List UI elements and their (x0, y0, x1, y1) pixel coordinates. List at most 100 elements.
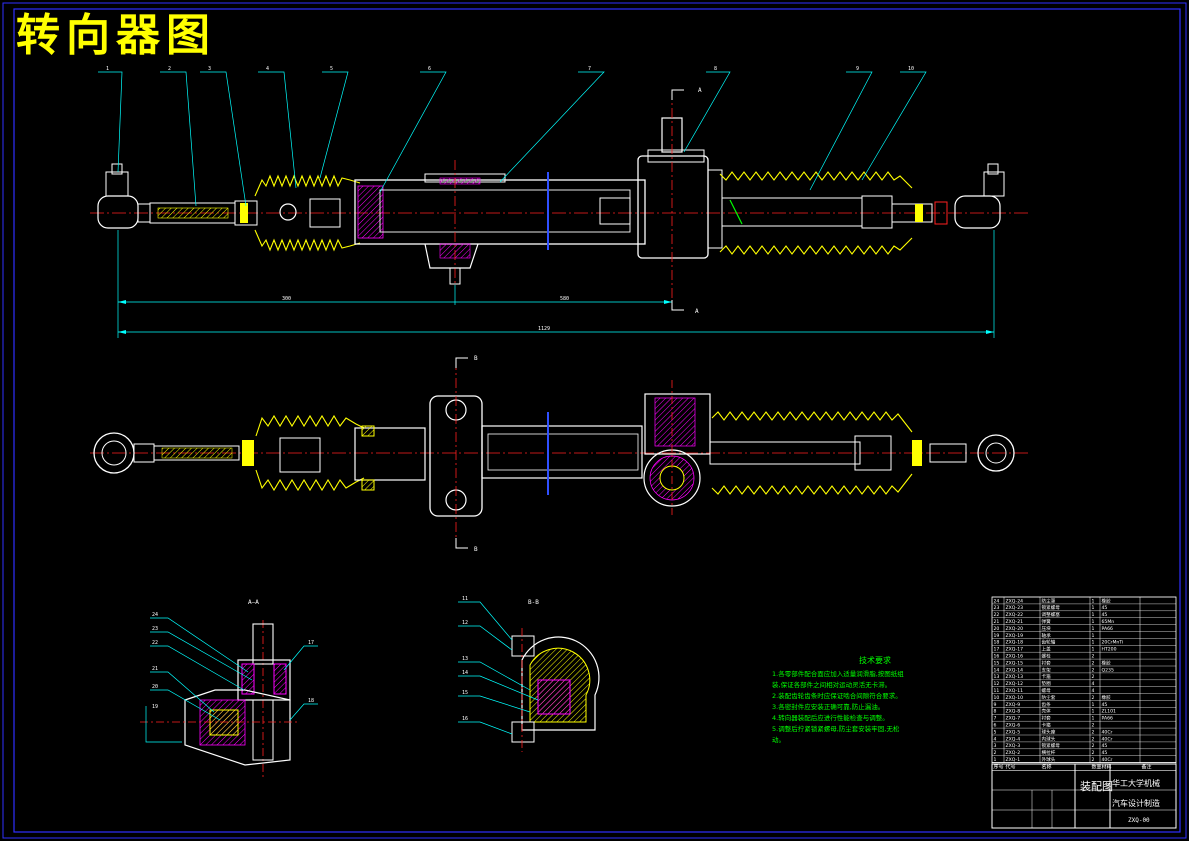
bom-cell: Q235 (1102, 667, 1114, 673)
bom-cell: 齿条 (1042, 701, 1052, 708)
bom-cell: 20CrMnTi (1102, 640, 1124, 646)
bom-cell: ZL101 (1102, 709, 1117, 715)
bom-cell: 1 (1092, 640, 1095, 646)
bom-cell: 螺栓 (1042, 653, 1052, 660)
bom-cell: 外球头 (1042, 756, 1056, 763)
bom-cell: 锁紧螺母 (1042, 604, 1061, 611)
bom-cell: ZXQ-7 (1006, 716, 1021, 722)
tech-line: 动。 (772, 736, 785, 744)
bom-cell: ZXQ-16 (1006, 654, 1024, 660)
cut-a-bottom: A (695, 308, 699, 315)
bom-cell: 1 (1092, 605, 1095, 611)
bom-cell: ZXQ-4 (1006, 736, 1021, 742)
bom-cell: 卡箍 (1042, 673, 1052, 680)
cut-b-top: B (474, 355, 478, 362)
bom-cell: 齿轮轴 (1042, 639, 1056, 646)
bom-cell: 40Cr (1102, 736, 1113, 742)
bom-cell: 4 (1092, 688, 1095, 694)
bom-cell: ZXQ-23 (1006, 605, 1024, 611)
bom-cell: 45 (1102, 743, 1108, 749)
bom-cell: 9 (994, 702, 997, 708)
bom-cell: 弹簧 (1042, 618, 1052, 625)
dim-overall: 1129 (538, 326, 550, 332)
bom-cell: ZXQ-18 (1006, 640, 1024, 646)
bom-cell: 衬套 (1042, 715, 1052, 722)
school-name: 华工大学机械 (1112, 778, 1160, 788)
cut-b-bottom: B (474, 546, 478, 553)
bom-cell: 40Cr (1102, 757, 1113, 763)
tech-line: 5.调整后拧紧锁紧螺母,防尘套安装牢固,无松 (772, 725, 900, 733)
bom-cell: ZXQ-21 (1006, 619, 1024, 625)
middle-view: B B (90, 355, 1030, 553)
tech-line: 3.各密封件应安装正确可靠,防止漏油。 (772, 703, 885, 711)
bom-cell: 13 (994, 674, 1000, 680)
bom-cell: 1 (1092, 716, 1095, 722)
bom-cell: 16 (994, 654, 1000, 660)
bom-cell: 1 (1092, 612, 1095, 618)
bom-header-label: 代号 (1006, 764, 1016, 771)
bom-cell: 4 (1092, 681, 1095, 687)
bom-cell: 调整螺塞 (1042, 611, 1061, 618)
bom-cell: ZXQ-19 (1006, 633, 1024, 639)
tech-line: 装,保证各部件之间相对运动灵活无卡滞。 (772, 681, 892, 689)
callout-4: 4 (266, 66, 269, 72)
bom-cell: 2 (1092, 736, 1095, 742)
bom-cell: 1 (1092, 647, 1095, 653)
bom-cell: 上盖 (1042, 646, 1052, 653)
bom-cell: 5 (994, 729, 997, 735)
bb-callout-15: 15 (462, 690, 468, 696)
bom-cell: ZXQ-17 (1006, 647, 1024, 653)
bom-cell: 1 (1092, 702, 1095, 708)
callout-10: 10 (908, 66, 914, 72)
callout-3: 3 (208, 66, 211, 72)
bom-cell: ZXQ-2 (1006, 750, 1021, 756)
bom-cell: 壳体 (1042, 708, 1052, 715)
bom-cell: 1 (1092, 626, 1095, 632)
bom-cell: 1 (1092, 633, 1095, 639)
bom-cell: ZXQ-24 (1006, 598, 1024, 604)
bom-cell: 2 (1092, 674, 1095, 680)
bom-cell: 球头座 (1042, 728, 1056, 735)
bom-cell: 橡胶 (1102, 597, 1112, 604)
callout-8: 8 (714, 66, 717, 72)
bom-cell: 横拉杆 (1042, 749, 1056, 756)
bom-cell: ZXQ-3 (1006, 743, 1021, 749)
aa-callout-20: 20 (152, 684, 158, 690)
bom-cell: ZXQ-9 (1006, 702, 1021, 708)
tech-line: 4.转向器装配后应进行性能检查与调整。 (772, 714, 889, 722)
bom-cell: ZXQ-6 (1006, 723, 1021, 729)
tech-line: 1.各零部件配合面应加入适量润滑脂,按图纸组 (772, 670, 904, 678)
bom-cell: 20 (994, 626, 1000, 632)
bom-cell: 锁紧螺母 (1042, 742, 1061, 749)
bom-cell: 1 (994, 757, 997, 763)
bom-cell: 6 (994, 723, 997, 729)
bom-cell: 2 (994, 750, 997, 756)
section-bb-view: B-B 11 12 13 14 15 16 (458, 596, 600, 752)
bom-cell: ZXQ-22 (1006, 612, 1024, 618)
inner-frame (13, 8, 1181, 833)
bom-header-label: 备注 (1142, 764, 1152, 771)
bom-cell: PA66 (1102, 716, 1114, 722)
bom-cell: ZXQ-10 (1006, 695, 1024, 701)
bb-callout-12: 12 (462, 620, 468, 626)
title-block: 装配图 华工大学机械 汽车设计制造 ZXQ-00 (991, 763, 1177, 829)
bom-cell: 2 (1092, 757, 1095, 763)
bom-cell: 2 (1092, 667, 1095, 673)
bom-header-label: 数量 (1092, 764, 1102, 771)
bb-callout-14: 14 (462, 670, 468, 676)
bom-cell: 3 (994, 743, 997, 749)
top-view: 300 580 1129 A A 1 2 (90, 66, 1030, 338)
bom-cell: 24 (994, 598, 1000, 604)
bom-cell: 1 (1092, 619, 1095, 625)
bom-cell: ZXQ-1 (1006, 757, 1021, 763)
bom-header-label: 材料 (1102, 764, 1112, 771)
aa-callout-21: 21 (152, 666, 158, 672)
technical-requirements: 技术要求 1.各零部件配合面应加入适量润滑脂,按图纸组 装,保证各部件之间相对运… (772, 655, 978, 746)
bom-cell: 衬套 (1042, 659, 1052, 666)
aa-callout-17: 17 (308, 640, 314, 646)
tech-heading: 技术要求 (859, 656, 891, 665)
bom-cell: 14 (994, 667, 1000, 673)
bom-cell: 18 (994, 640, 1000, 646)
